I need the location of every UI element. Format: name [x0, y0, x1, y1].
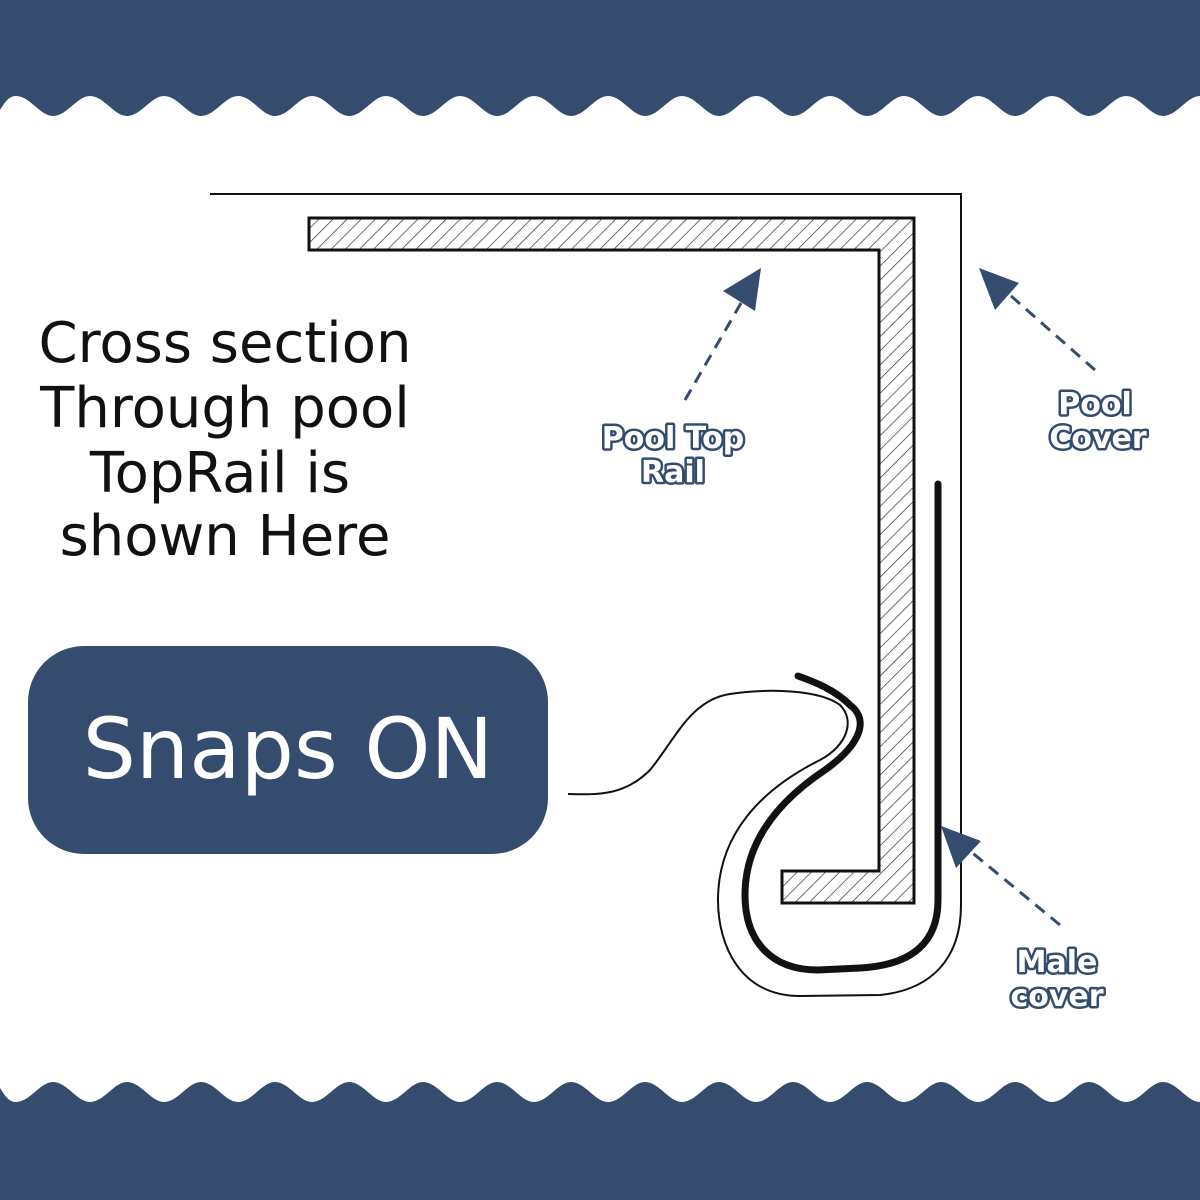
arrowhead-top-rail [723, 268, 761, 311]
title-line-2: Through pool [39, 376, 410, 441]
arrowhead-pool-cover [979, 268, 1019, 310]
badge-background [28, 646, 548, 854]
snaps-on-badge: Snaps ON [28, 646, 548, 854]
badge-label: Snaps ON [83, 700, 494, 798]
label-pool-top-rail: Pool Top Rail [599, 419, 747, 493]
label-pool-cover-line-1: Pool [1058, 387, 1132, 422]
male-cover-clip [741, 480, 942, 974]
arrowhead-male-cover [941, 826, 981, 868]
label-male-cover: Male cover [1008, 943, 1106, 1017]
label-pool-top-rail-line-1: Pool Top [602, 421, 745, 456]
pool-cover-line [210, 193, 962, 998]
label-pool-cover: Pool Cover [1047, 385, 1150, 459]
label-male-cover-line-1: Male [1017, 945, 1098, 980]
top-wave-band [0, 0, 1200, 116]
title-line-3: TopRail is [89, 441, 350, 506]
diagram-title: Cross section Through pool TopRail is sh… [39, 311, 412, 569]
title-line-4: shown Here [60, 504, 391, 569]
label-male-cover-line-2: cover [1010, 979, 1103, 1014]
bottom-wave-band [0, 1082, 1200, 1200]
title-line-1: Cross section [39, 311, 412, 376]
label-pool-cover-line-2: Cover [1049, 421, 1147, 456]
label-pool-top-rail-line-2: Rail [641, 455, 705, 490]
pool-top-rail [307, 216, 916, 905]
